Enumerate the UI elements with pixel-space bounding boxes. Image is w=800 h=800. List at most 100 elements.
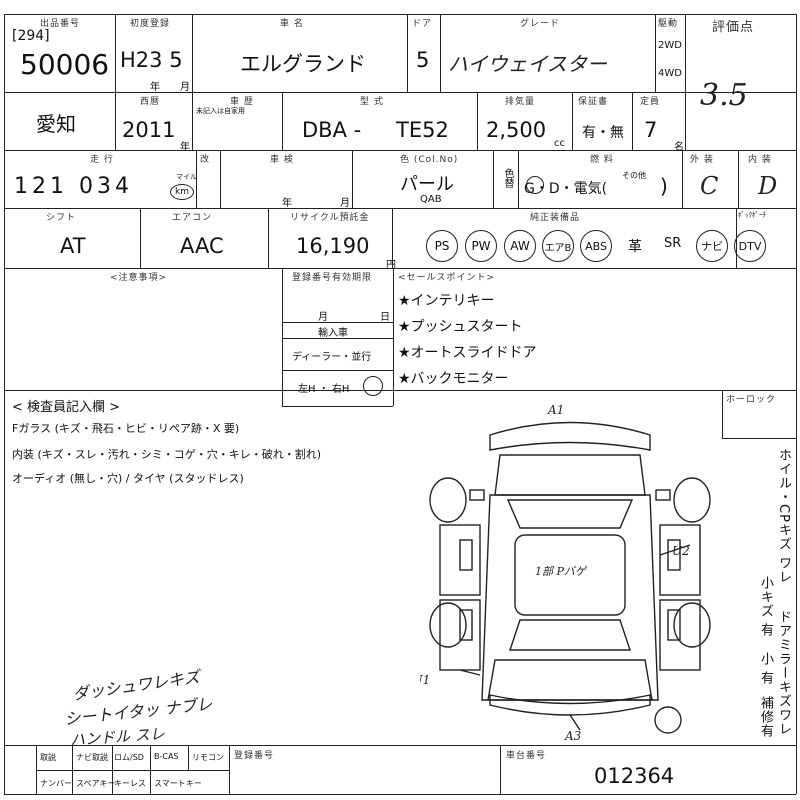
rule xyxy=(282,338,393,339)
rule xyxy=(518,150,519,208)
diagram-xu1: XU1 xyxy=(420,673,430,687)
footer-label-3: ロム/SD xyxy=(114,753,144,762)
int-label: 内 装 xyxy=(748,155,772,165)
side-text-1: ホイル・CPキズ ワレ xyxy=(776,448,791,585)
seats: 7 xyxy=(644,118,658,142)
color-code: QAB xyxy=(420,194,442,205)
rule xyxy=(115,14,116,150)
lot-number: 50006 xyxy=(20,48,110,81)
rule xyxy=(150,745,151,794)
caution-label: <注意事項> xyxy=(110,273,168,283)
rule xyxy=(393,268,394,406)
equip-sr: SR xyxy=(664,236,682,251)
rule xyxy=(229,745,230,794)
inspector-line-3: オーディオ (無し・穴) / タイヤ (スタッドレス) xyxy=(12,472,244,485)
rule xyxy=(685,14,686,150)
sales-label: <セールスポイント> xyxy=(398,273,496,283)
history-note: 未記入は自家用 xyxy=(196,107,245,115)
handle: 左H ・ 右H xyxy=(298,384,350,395)
rule xyxy=(352,150,353,208)
rule xyxy=(4,794,796,795)
drive-label: 駆動 xyxy=(658,19,679,29)
rule xyxy=(572,92,573,150)
footer-label-2: ナビ取説 xyxy=(76,753,108,762)
rule xyxy=(192,14,193,150)
fuel-other: その他 xyxy=(622,171,646,180)
rule xyxy=(4,150,796,151)
rule xyxy=(796,14,797,794)
inspect-label: 車 検 xyxy=(270,155,294,165)
rule xyxy=(738,150,739,208)
cc-label: 排気量 xyxy=(505,97,536,107)
diagram-a1: A1 xyxy=(547,403,564,417)
rule xyxy=(655,14,656,92)
year-unit: 年 xyxy=(180,142,190,153)
rule xyxy=(196,150,197,208)
displacement: 2,500 xyxy=(486,118,547,142)
rule xyxy=(282,370,393,371)
lock-label: ホーロック xyxy=(726,395,777,405)
reg-expiry-label: 登録番号有効期限 xyxy=(292,273,373,283)
sales-point-4: ★バックモニター xyxy=(398,371,509,387)
year: 2011 xyxy=(122,118,176,142)
model-label: 型 式 xyxy=(360,97,384,107)
sales-point-3: ★オートスライドドア xyxy=(398,345,537,361)
drive-2wd: 2WD xyxy=(658,40,682,51)
grade: ハイウェイスター xyxy=(448,52,607,76)
diagram-center-note: 1部 Pバゲ xyxy=(535,565,588,578)
equip-pw: PW xyxy=(465,230,497,262)
inspector-line-1: Fガラス (キズ・飛石・ヒビ・リペア跡・X 要) xyxy=(12,422,240,435)
year-label: 西暦 xyxy=(140,97,161,107)
rule xyxy=(282,406,393,407)
footer-label-7: スペアキー xyxy=(76,779,116,788)
score-label: 評価点 xyxy=(712,20,755,35)
rule xyxy=(440,14,441,92)
seats-unit: 名 xyxy=(674,142,684,153)
lot-label: 出品番号 xyxy=(40,19,81,29)
door-label: ドア xyxy=(412,19,433,29)
rule xyxy=(392,208,393,268)
lot-sub: [294] xyxy=(12,28,50,44)
diagram-u2: U2 xyxy=(672,544,690,558)
rule xyxy=(188,745,189,770)
drive-4wd: 4WD xyxy=(658,68,682,79)
footer-label-8: キーレス xyxy=(114,779,146,788)
rule xyxy=(722,390,723,438)
rule xyxy=(72,745,73,794)
rule xyxy=(220,150,221,208)
car-name-label: 車 名 xyxy=(280,19,304,29)
car-name: エルグランド xyxy=(240,52,366,76)
rule xyxy=(500,745,501,794)
aircon: AAC xyxy=(180,234,224,258)
fuel-gas-circle xyxy=(526,176,544,194)
grade-label: グレード xyxy=(520,19,561,29)
equip-leather: 革 xyxy=(628,239,642,255)
rule xyxy=(4,745,796,746)
rule xyxy=(282,268,283,406)
side-text-5: 補修有 xyxy=(758,696,773,738)
rule xyxy=(36,770,229,771)
car-diagram: A1 U2 A3 XU1 1部 Pバゲ xyxy=(420,403,711,743)
side-text-3: ドアミラーキズワレ xyxy=(776,610,791,736)
model-code: TE52 xyxy=(396,118,449,142)
sales-point-2: ★プッシュスタート xyxy=(398,319,523,335)
warranty: 有・無 xyxy=(582,125,624,141)
fuel-close: ) xyxy=(660,174,668,198)
side-text-2: 小キズ 有 xyxy=(758,576,773,638)
odometer: 121 034 xyxy=(14,174,133,199)
footer-label-9: スマートキー xyxy=(154,779,202,788)
rule xyxy=(682,150,683,208)
equip-airbag: エアB xyxy=(542,230,574,262)
footer-label-6: ナンバー xyxy=(40,779,72,788)
history-label: 車 歴 xyxy=(230,97,254,107)
rule xyxy=(4,208,796,209)
reg-unit-year: 年 xyxy=(150,82,160,93)
equip-dtv: DTV xyxy=(734,230,766,262)
reg-no-label: 登録番号 xyxy=(234,751,275,761)
rule xyxy=(722,438,796,439)
score-hand: 3.5 xyxy=(700,78,748,113)
rule xyxy=(36,745,37,794)
recycle-fee: 16,190 xyxy=(296,234,370,258)
frame-number: 012364 xyxy=(594,764,675,788)
color-label: 色 (Col.No) xyxy=(400,155,459,165)
